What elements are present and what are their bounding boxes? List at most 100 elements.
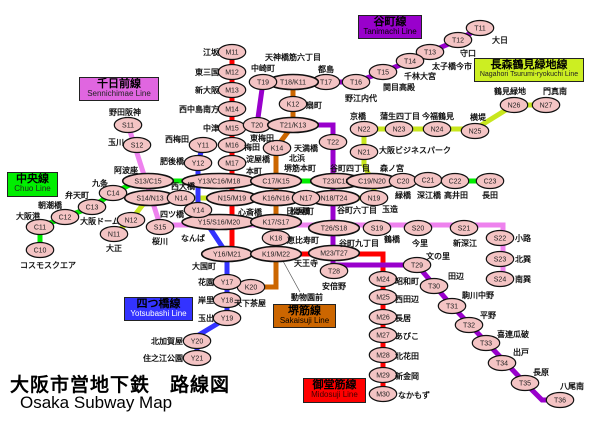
station-marker[interactable] [212, 273, 242, 291]
station-marker[interactable] [307, 244, 361, 262]
station-marker[interactable] [368, 385, 398, 403]
station-marker[interactable] [122, 136, 152, 154]
station-marker[interactable] [278, 95, 308, 113]
station-T18-K11[interactable]: T18/K11 [266, 73, 320, 91]
station-N14[interactable]: N14 [166, 189, 196, 207]
station-M30[interactable]: M30 [368, 385, 398, 403]
station-marker[interactable] [50, 208, 80, 226]
station-marker[interactable] [443, 31, 473, 49]
station-S19[interactable]: S19 [362, 219, 392, 237]
station-marker[interactable] [217, 154, 247, 172]
station-marker[interactable] [395, 52, 425, 70]
station-marker[interactable] [25, 218, 55, 236]
station-S24[interactable]: S24 [485, 270, 515, 288]
station-marker[interactable] [465, 19, 495, 37]
station-S22[interactable]: S22 [485, 229, 515, 247]
station-marker[interactable] [341, 73, 371, 91]
station-S20[interactable]: S20 [403, 219, 433, 237]
station-marker[interactable] [182, 349, 212, 367]
station-Y21[interactable]: Y21 [182, 349, 212, 367]
station-K20[interactable]: K20 [236, 278, 266, 296]
station-marker[interactable] [249, 245, 303, 263]
station-marker[interactable] [368, 270, 398, 288]
station-marker[interactable] [113, 116, 143, 134]
station-T34[interactable]: T34 [487, 354, 517, 372]
station-M29[interactable]: M29 [368, 366, 398, 384]
station-K12[interactable]: K12 [278, 95, 308, 113]
station-marker[interactable] [510, 374, 540, 392]
station-C19-N20[interactable]: C19/N20 [345, 172, 399, 190]
station-marker[interactable] [402, 256, 432, 274]
station-M27[interactable]: M27 [368, 326, 398, 344]
station-marker[interactable] [419, 277, 449, 295]
station-Y17[interactable]: Y17 [212, 273, 242, 291]
station-M26[interactable]: M26 [368, 308, 398, 326]
station-Y14[interactable]: Y14 [183, 201, 213, 219]
station-marker[interactable] [384, 120, 414, 138]
station-marker[interactable] [422, 120, 452, 138]
station-marker[interactable] [485, 229, 515, 247]
station-marker[interactable] [485, 270, 515, 288]
station-marker[interactable] [403, 219, 433, 237]
station-marker[interactable] [249, 172, 303, 190]
station-marker[interactable] [319, 262, 349, 280]
station-marker[interactable] [116, 211, 146, 229]
station-T14[interactable]: T14 [395, 52, 425, 70]
station-marker[interactable] [145, 218, 175, 236]
station-marker[interactable] [249, 213, 303, 231]
station-marker[interactable] [368, 346, 398, 364]
station-N19[interactable]: N19 [359, 189, 389, 207]
station-C17-K15[interactable]: C17/K15 [249, 172, 303, 190]
station-C23[interactable]: C23 [475, 172, 505, 190]
station-M16[interactable]: M16 [217, 136, 247, 154]
station-marker[interactable] [121, 172, 175, 190]
station-marker[interactable] [437, 297, 467, 315]
station-S13-C15[interactable]: S13/C15 [121, 172, 175, 190]
station-M25[interactable]: M25 [368, 288, 398, 306]
station-marker[interactable] [262, 139, 292, 157]
station-N15-M19[interactable]: N15/M19 [205, 189, 259, 207]
station-marker[interactable] [368, 288, 398, 306]
station-C14[interactable]: C14 [98, 184, 128, 202]
station-marker[interactable] [487, 354, 517, 372]
station-M28[interactable]: M28 [368, 346, 398, 364]
station-marker[interactable] [261, 229, 291, 247]
station-M12[interactable]: M12 [217, 63, 247, 81]
station-T36[interactable]: T36 [545, 391, 575, 409]
station-marker[interactable] [266, 116, 320, 134]
station-marker[interactable] [212, 309, 242, 327]
station-S15[interactable]: S15 [145, 218, 175, 236]
station-marker[interactable] [415, 43, 445, 61]
station-marker[interactable] [368, 308, 398, 326]
station-marker[interactable] [454, 316, 484, 334]
station-marker[interactable] [291, 189, 321, 207]
station-M24[interactable]: M24 [368, 270, 398, 288]
station-marker[interactable] [368, 326, 398, 344]
station-T26-S18[interactable]: T26/S18 [307, 219, 361, 237]
station-S23[interactable]: S23 [485, 250, 515, 268]
station-C11[interactable]: C11 [25, 218, 55, 236]
station-marker[interactable] [183, 154, 213, 172]
station-marker[interactable] [25, 241, 55, 259]
station-T11[interactable]: T11 [465, 19, 495, 37]
station-marker[interactable] [349, 120, 379, 138]
station-Y19[interactable]: Y19 [212, 309, 242, 327]
station-M13[interactable]: M13 [217, 81, 247, 99]
station-T30[interactable]: T30 [419, 277, 449, 295]
station-K14[interactable]: K14 [262, 139, 292, 157]
station-T35[interactable]: T35 [510, 374, 540, 392]
station-N11[interactable]: N11 [99, 225, 129, 243]
station-N26[interactable]: N26 [499, 96, 529, 114]
station-Y11[interactable]: Y11 [188, 136, 218, 154]
station-N12[interactable]: N12 [116, 211, 146, 229]
station-marker[interactable] [217, 81, 247, 99]
station-marker[interactable] [368, 366, 398, 384]
station-K18[interactable]: K18 [261, 229, 291, 247]
station-marker[interactable] [475, 172, 505, 190]
station-M17[interactable]: M17 [217, 154, 247, 172]
station-marker[interactable] [98, 184, 128, 202]
station-N17[interactable]: N17 [291, 189, 321, 207]
station-C12[interactable]: C12 [50, 208, 80, 226]
station-marker[interactable] [217, 136, 247, 154]
station-marker[interactable] [217, 100, 247, 118]
